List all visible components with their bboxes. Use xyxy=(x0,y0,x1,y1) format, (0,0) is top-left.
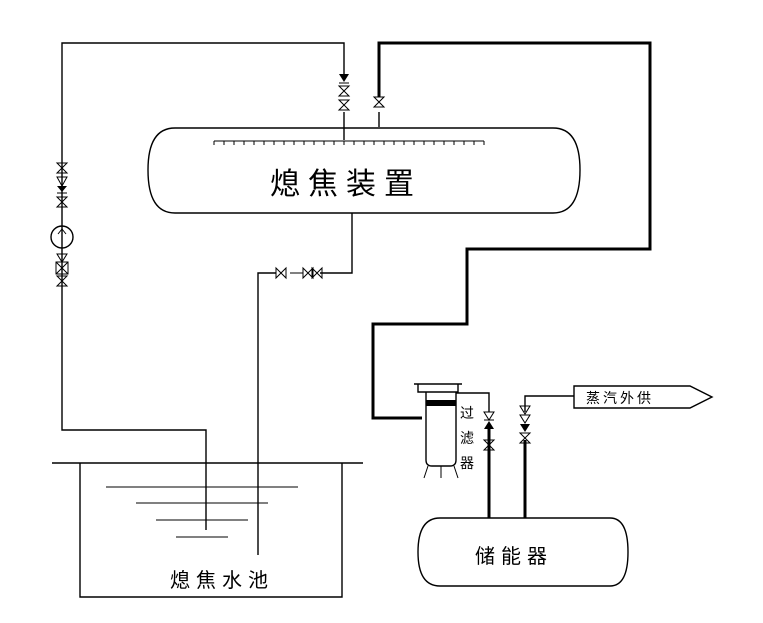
valve-icon xyxy=(302,266,314,280)
drain-line xyxy=(257,213,353,555)
filter-label-3: 器 xyxy=(460,456,474,472)
quench-device-label: 熄焦装置 xyxy=(270,167,422,202)
check-valve-icon xyxy=(56,176,68,194)
filter-label-1: 过 xyxy=(460,406,474,422)
valve-icon xyxy=(56,253,68,263)
quench-device-tank: 熄焦装置 xyxy=(147,127,581,214)
valve-icon xyxy=(275,266,287,280)
quench-pool: 熄焦水池 xyxy=(52,462,363,598)
accumulator-label: 储能器 xyxy=(475,544,553,568)
steam-supply-line xyxy=(518,395,574,518)
check-valve-icon xyxy=(339,74,349,84)
valve-icon xyxy=(55,196,69,208)
filter-vessel-icon: 过 滤 器 xyxy=(414,383,474,479)
valve-icon xyxy=(55,275,69,287)
valve-icon xyxy=(337,85,351,97)
valve-icon xyxy=(55,162,69,174)
pump-supply-line xyxy=(50,42,351,530)
pump-icon xyxy=(50,225,74,249)
filter-label-2: 滤 xyxy=(460,431,474,447)
steam-outlet-line xyxy=(371,41,652,420)
quench-pool-label: 熄焦水池 xyxy=(170,568,274,592)
strainer-icon xyxy=(55,261,69,275)
valve-icon xyxy=(483,411,495,421)
valve-icon xyxy=(482,439,496,451)
spray-nozzle-comb xyxy=(213,141,485,145)
check-valve-icon xyxy=(519,414,531,432)
filter-to-accumulator-line xyxy=(456,392,496,518)
valve-icon xyxy=(518,432,532,444)
valve-icon xyxy=(311,266,323,280)
check-valve-icon xyxy=(484,419,494,429)
steam-supply-tag: 蒸汽外供 xyxy=(573,385,714,409)
valve-icon xyxy=(337,99,351,111)
valve-icon xyxy=(372,96,386,108)
accumulator-tank: 储能器 xyxy=(417,517,629,587)
arrow-tag-icon xyxy=(573,385,714,409)
valve-icon xyxy=(519,405,531,415)
steam-supply-label: 蒸汽外供 xyxy=(586,391,654,407)
